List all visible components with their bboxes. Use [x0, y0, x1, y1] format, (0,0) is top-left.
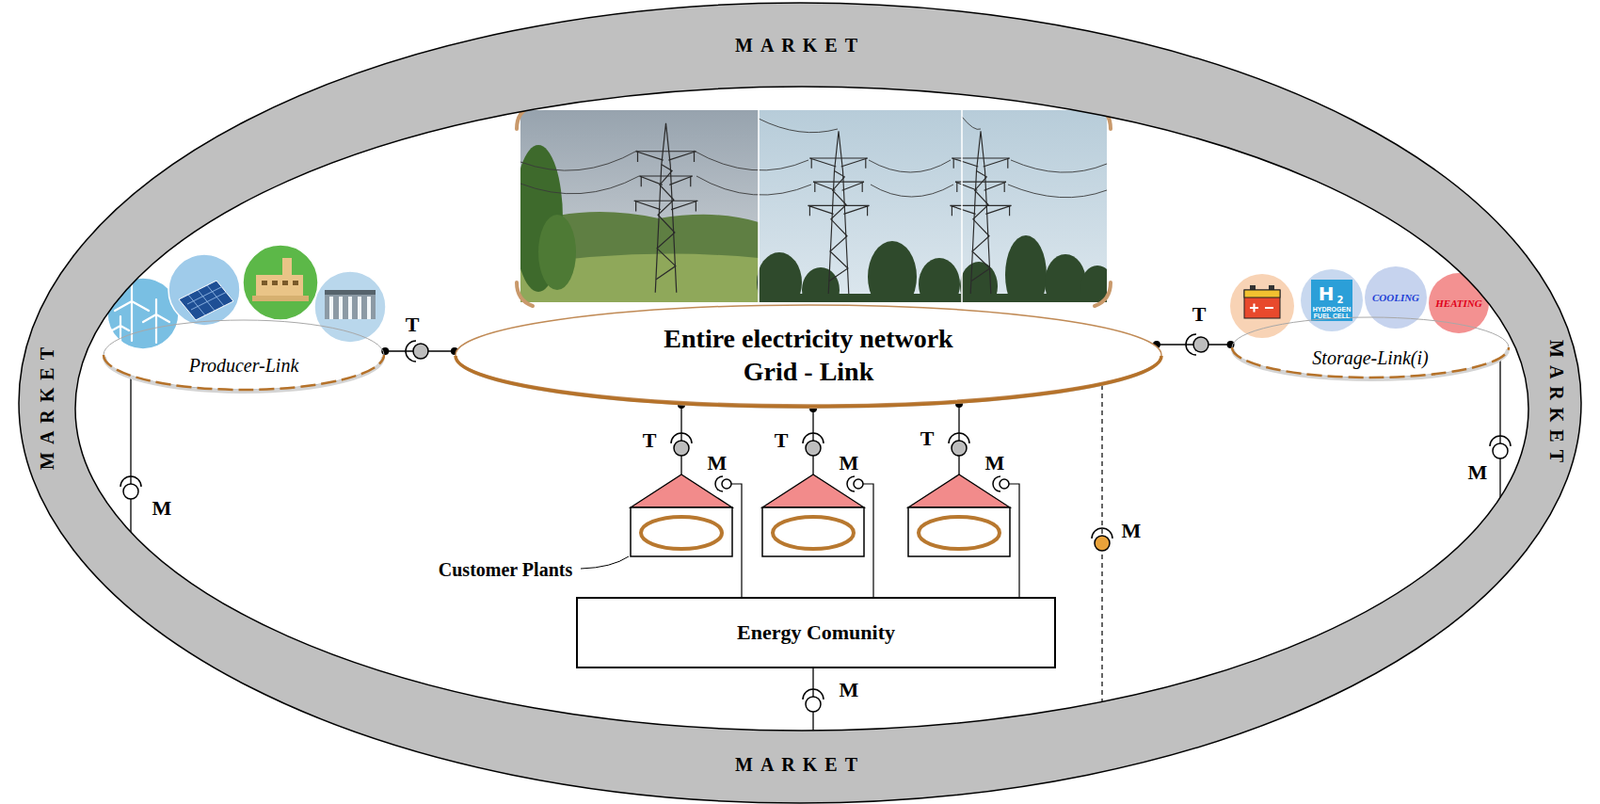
power-wires — [520, 116, 1107, 198]
box-label: Energy Comunity — [736, 620, 896, 645]
market-label: MARKET — [735, 753, 865, 776]
grid-outline — [455, 304, 1162, 405]
link-outline — [103, 320, 384, 390]
link-outline — [1232, 317, 1509, 378]
link-rim — [103, 354, 384, 390]
plant-icon — [242, 244, 319, 320]
customer-plant — [630, 474, 733, 557]
transformer-label: T — [1192, 302, 1207, 327]
photo-bracket — [516, 105, 1111, 306]
panel-divider — [758, 110, 962, 303]
market-band — [18, 2, 1582, 803]
meter-label: M — [1121, 518, 1142, 544]
feeder-wire — [681, 403, 960, 475]
transformer-label: T — [920, 426, 935, 451]
producer-ellipse: Producer-Link — [101, 317, 386, 393]
pylon — [950, 130, 1012, 294]
grid-ellipse: Entire electricity network Grid - Link — [453, 301, 1164, 409]
market-label: MARKET — [1545, 339, 1568, 470]
customer-plant — [762, 474, 864, 557]
junction-dot — [381, 347, 389, 355]
meter-label: M — [707, 450, 728, 476]
callout-label: Customer Plants — [438, 559, 573, 581]
meter-wire — [731, 483, 1020, 597]
transformer-label: T — [774, 428, 789, 453]
icon-text: H — [1318, 284, 1335, 304]
pylon — [808, 130, 870, 294]
connector — [1500, 359, 1502, 497]
grid-ellipse-outline — [453, 301, 1164, 409]
meter-label: M — [1468, 460, 1488, 485]
meter-label: M — [839, 450, 860, 476]
pylon-photo — [520, 110, 1107, 303]
icon-text: HYDROGEN FUEL CELL — [1312, 305, 1352, 320]
icon-text: 2 — [1337, 295, 1344, 305]
solar-icon — [168, 254, 240, 326]
connector-line — [129, 377, 131, 532]
meter-label: M — [152, 496, 173, 521]
link-label: Producer-Link — [189, 354, 300, 377]
connector — [130, 377, 132, 532]
connector-line — [1499, 359, 1501, 497]
link-rim — [1232, 347, 1509, 378]
icon-text: COOLING — [1372, 291, 1420, 304]
box-outline — [576, 597, 1056, 668]
meter-label: M — [839, 677, 860, 703]
link-label: Entire electricity network Grid - Link — [648, 321, 969, 388]
leader-line — [580, 556, 629, 569]
community-box: Energy Comunity — [576, 596, 1056, 669]
pylon — [634, 123, 699, 293]
customer-plant — [908, 474, 1010, 557]
transformer-label: T — [642, 428, 657, 453]
hills — [520, 211, 759, 303]
market-label: MARKET — [735, 34, 865, 57]
transformer-label: T — [405, 312, 420, 337]
icon-text: HEATING — [1435, 297, 1483, 309]
trees — [756, 235, 1107, 303]
market-label: MARKET — [36, 339, 59, 470]
storage-ellipse: Storage-Link(i) — [1230, 314, 1511, 381]
link-label: Storage-Link(i) — [1312, 347, 1428, 369]
junction-dot — [1227, 340, 1235, 349]
meter-label: M — [985, 450, 1006, 476]
hydrogen-icon — [1300, 269, 1363, 332]
tree — [538, 214, 576, 290]
